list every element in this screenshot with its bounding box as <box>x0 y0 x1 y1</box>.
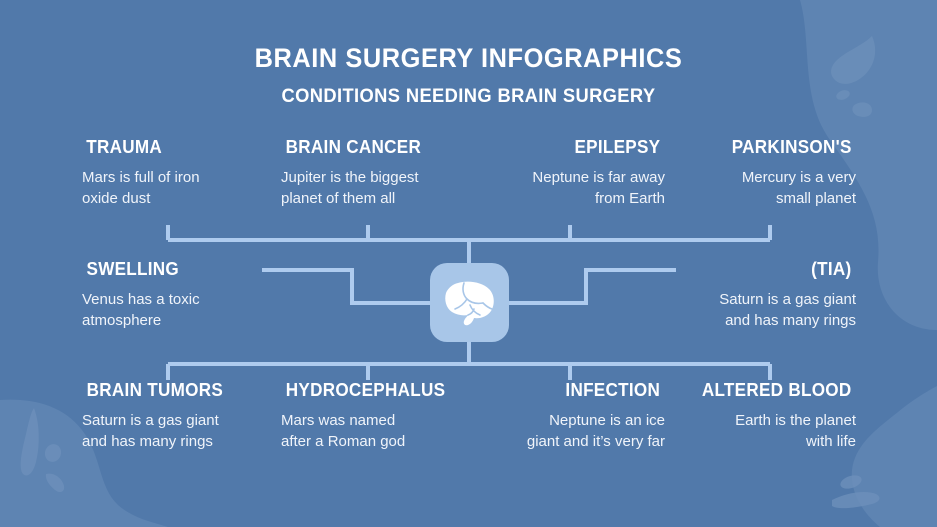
connector-middle-right <box>509 268 676 305</box>
node-parkinsons[interactable]: PARKINSON'S Mercury is a very small plan… <box>684 137 856 209</box>
node-description: Neptune is far away from Earth <box>532 168 665 208</box>
node-brain-cancer[interactable]: BRAIN CANCER Jupiter is the biggest plan… <box>281 137 466 209</box>
blob-accent-br-2 <box>832 492 880 509</box>
node-label: INFECTION <box>565 380 661 400</box>
node-label: BRAIN TUMORS <box>86 380 224 400</box>
node-altered-blood[interactable]: ALTERED BLOOD Earth is the planet with l… <box>676 380 856 452</box>
brain-outline <box>444 281 494 325</box>
brain-fissure-3 <box>481 301 493 310</box>
node-infection[interactable]: INFECTION Neptune is an ice giant and it… <box>470 380 665 452</box>
brain-fissure-2 <box>453 297 468 310</box>
blob-accent-bl-2 <box>44 444 62 462</box>
node-label: SWELLING <box>86 259 180 279</box>
node-swelling[interactable]: SWELLING Venus has a toxic atmosphere <box>82 259 262 331</box>
node-trauma[interactable]: TRAUMA Mars is full of iron oxide dust <box>82 137 252 209</box>
node-description: Earth is the planet with life <box>735 411 856 451</box>
node-description: Jupiter is the biggest planet of them al… <box>281 168 419 208</box>
node-label: HYDROCEPHALUS <box>285 380 446 400</box>
node-description: Saturn is a gas giant and has many rings <box>719 290 856 330</box>
node-description: Mercury is a very small planet <box>741 168 856 208</box>
node-description: Venus has a toxic atmosphere <box>82 290 200 330</box>
title-block: BRAIN SURGERY INFOGRAPHICS CONDITIONS NE… <box>0 43 937 108</box>
node-epilepsy[interactable]: EPILEPSY Neptune is far away from Earth <box>480 137 665 209</box>
blob-accent-bl-1 <box>20 408 39 476</box>
page-title: BRAIN SURGERY INFOGRAPHICS <box>254 43 683 73</box>
node-description: Saturn is a gas giant and has many rings <box>82 411 219 451</box>
connector-middle-left <box>262 268 430 305</box>
blob-accent-bl-3 <box>45 473 65 493</box>
node-hydrocephalus[interactable]: HYDROCEPHALUS Mars was named after a Rom… <box>281 380 471 452</box>
node-label: EPILEPSY <box>574 137 661 157</box>
node-description: Mars was named after a Roman god <box>281 411 406 451</box>
node-label: ALTERED BLOOD <box>701 380 852 400</box>
node-brain-tumors[interactable]: BRAIN TUMORS Saturn is a gas giant and h… <box>82 380 267 452</box>
brain-icon <box>444 281 494 325</box>
node-label: (TIA) <box>811 259 852 279</box>
blob-bottom-right <box>851 386 937 527</box>
blob-accent-br-1 <box>840 475 862 489</box>
node-label: TRAUMA <box>86 137 163 157</box>
brain-fissure-5 <box>466 307 475 316</box>
node-label: BRAIN CANCER <box>285 137 422 157</box>
node-label: PARKINSON'S <box>731 137 852 157</box>
node-tia[interactable]: (TIA) Saturn is a gas giant and has many… <box>676 259 856 331</box>
page-subtitle: CONDITIONS NEEDING BRAIN SURGERY <box>281 84 656 107</box>
node-description: Mars is full of iron oxide dust <box>82 168 200 208</box>
node-description: Neptune is an ice giant and it’s very fa… <box>526 411 665 451</box>
center-icon-tile[interactable] <box>430 263 509 342</box>
